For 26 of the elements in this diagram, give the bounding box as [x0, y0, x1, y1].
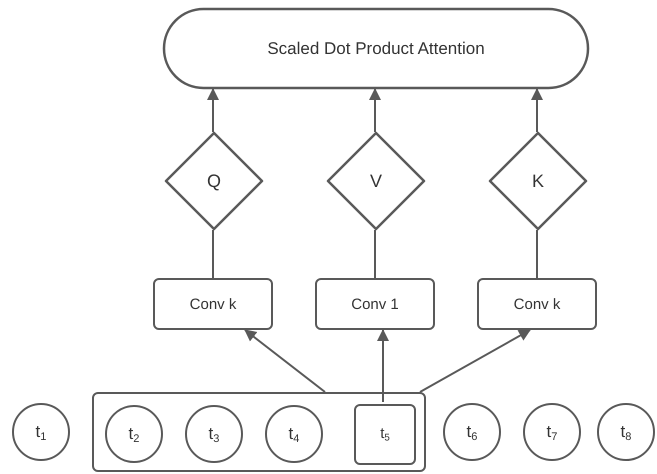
node-label: t$_{7}$: [546, 422, 558, 442]
node-label: t$_{8}$: [620, 422, 632, 442]
node-label: Scaled Dot Product Attention: [267, 38, 485, 58]
process-box: [153, 278, 273, 330]
arrow: [420, 329, 531, 393]
arrow: [369, 88, 381, 132]
node-label: Q: [206, 170, 221, 192]
node-label: t$_{1}$: [36, 422, 46, 442]
process-box: [315, 278, 435, 330]
node-label: t$_{6}$: [466, 422, 478, 442]
arrow: [377, 329, 389, 402]
arrow: [531, 88, 543, 132]
node-label: t$_{4}$: [288, 424, 300, 444]
arrow: [207, 88, 219, 132]
node-label: Conv k: [514, 296, 560, 312]
node-label: V: [370, 170, 382, 192]
node-label: Conv 1: [351, 296, 399, 312]
node-label: K: [532, 170, 544, 192]
process-box: [477, 278, 597, 330]
node-label: t$_{5}$: [380, 425, 390, 444]
node-label: t$_{2}$: [128, 424, 140, 444]
node-label: Conv k: [190, 296, 236, 312]
node-label: t$_{3}$: [208, 424, 220, 444]
arrow: [244, 329, 326, 393]
process-box: [354, 404, 416, 465]
group-box: [92, 392, 426, 472]
